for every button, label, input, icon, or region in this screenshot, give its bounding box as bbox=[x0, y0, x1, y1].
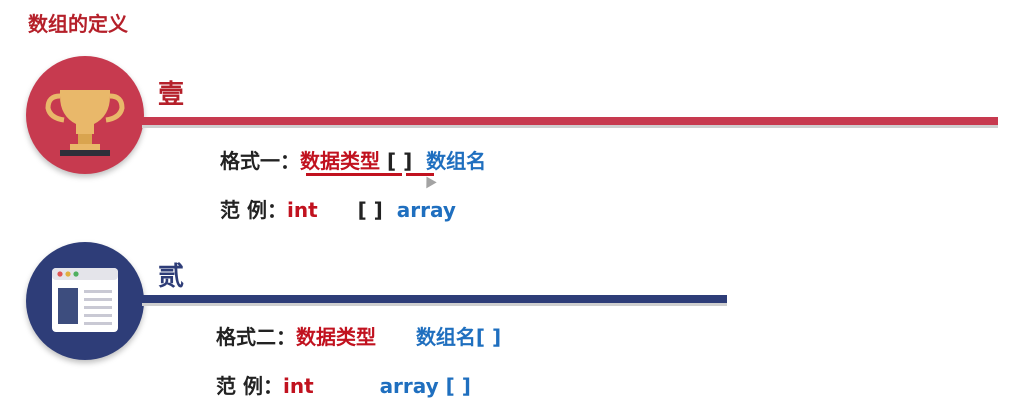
example-1-type: int bbox=[286, 198, 318, 222]
browser-window-icon bbox=[52, 268, 118, 332]
section-1-format-line: 格式一：数据类型 [ ] 数组名 bbox=[220, 145, 486, 174]
format-1-brackets: [ ] bbox=[386, 149, 413, 173]
format-2-name: 数组名[ ] bbox=[415, 325, 502, 349]
section-2-label: 贰 bbox=[158, 262, 185, 292]
format-1-type: 数据类型 bbox=[300, 149, 380, 173]
example-2-prefix: 范 例： bbox=[216, 374, 283, 398]
format-1-brackets-underline bbox=[406, 173, 434, 176]
example-1-brackets: [ ] bbox=[357, 198, 383, 222]
format-2-prefix: 格式二： bbox=[216, 325, 296, 349]
trophy-badge bbox=[26, 56, 144, 174]
example-1-name: array bbox=[396, 198, 456, 222]
example-2-name: array [ ] bbox=[379, 374, 471, 398]
section-2-divider bbox=[142, 295, 727, 306]
section-2-format-line: 格式二：数据类型 数组名[ ] bbox=[216, 321, 501, 350]
section-1-label: 壹 bbox=[158, 80, 185, 110]
format-1-type-underline bbox=[306, 173, 402, 176]
format-1-prefix: 格式一： bbox=[220, 149, 300, 173]
page-title: 数组的定义 bbox=[28, 12, 128, 36]
format-1-name: 数组名 bbox=[426, 149, 487, 173]
example-2-type: int bbox=[282, 374, 314, 398]
section-1-example-line: 范 例：int [ ] array bbox=[220, 194, 456, 223]
example-1-prefix: 范 例： bbox=[220, 198, 287, 222]
section-2-example-line: 范 例：int array [ ] bbox=[216, 370, 471, 399]
browser-badge bbox=[26, 242, 144, 360]
section-1-divider bbox=[142, 117, 998, 128]
trophy-icon bbox=[45, 90, 125, 156]
format-2-type: 数据类型 bbox=[296, 325, 376, 349]
